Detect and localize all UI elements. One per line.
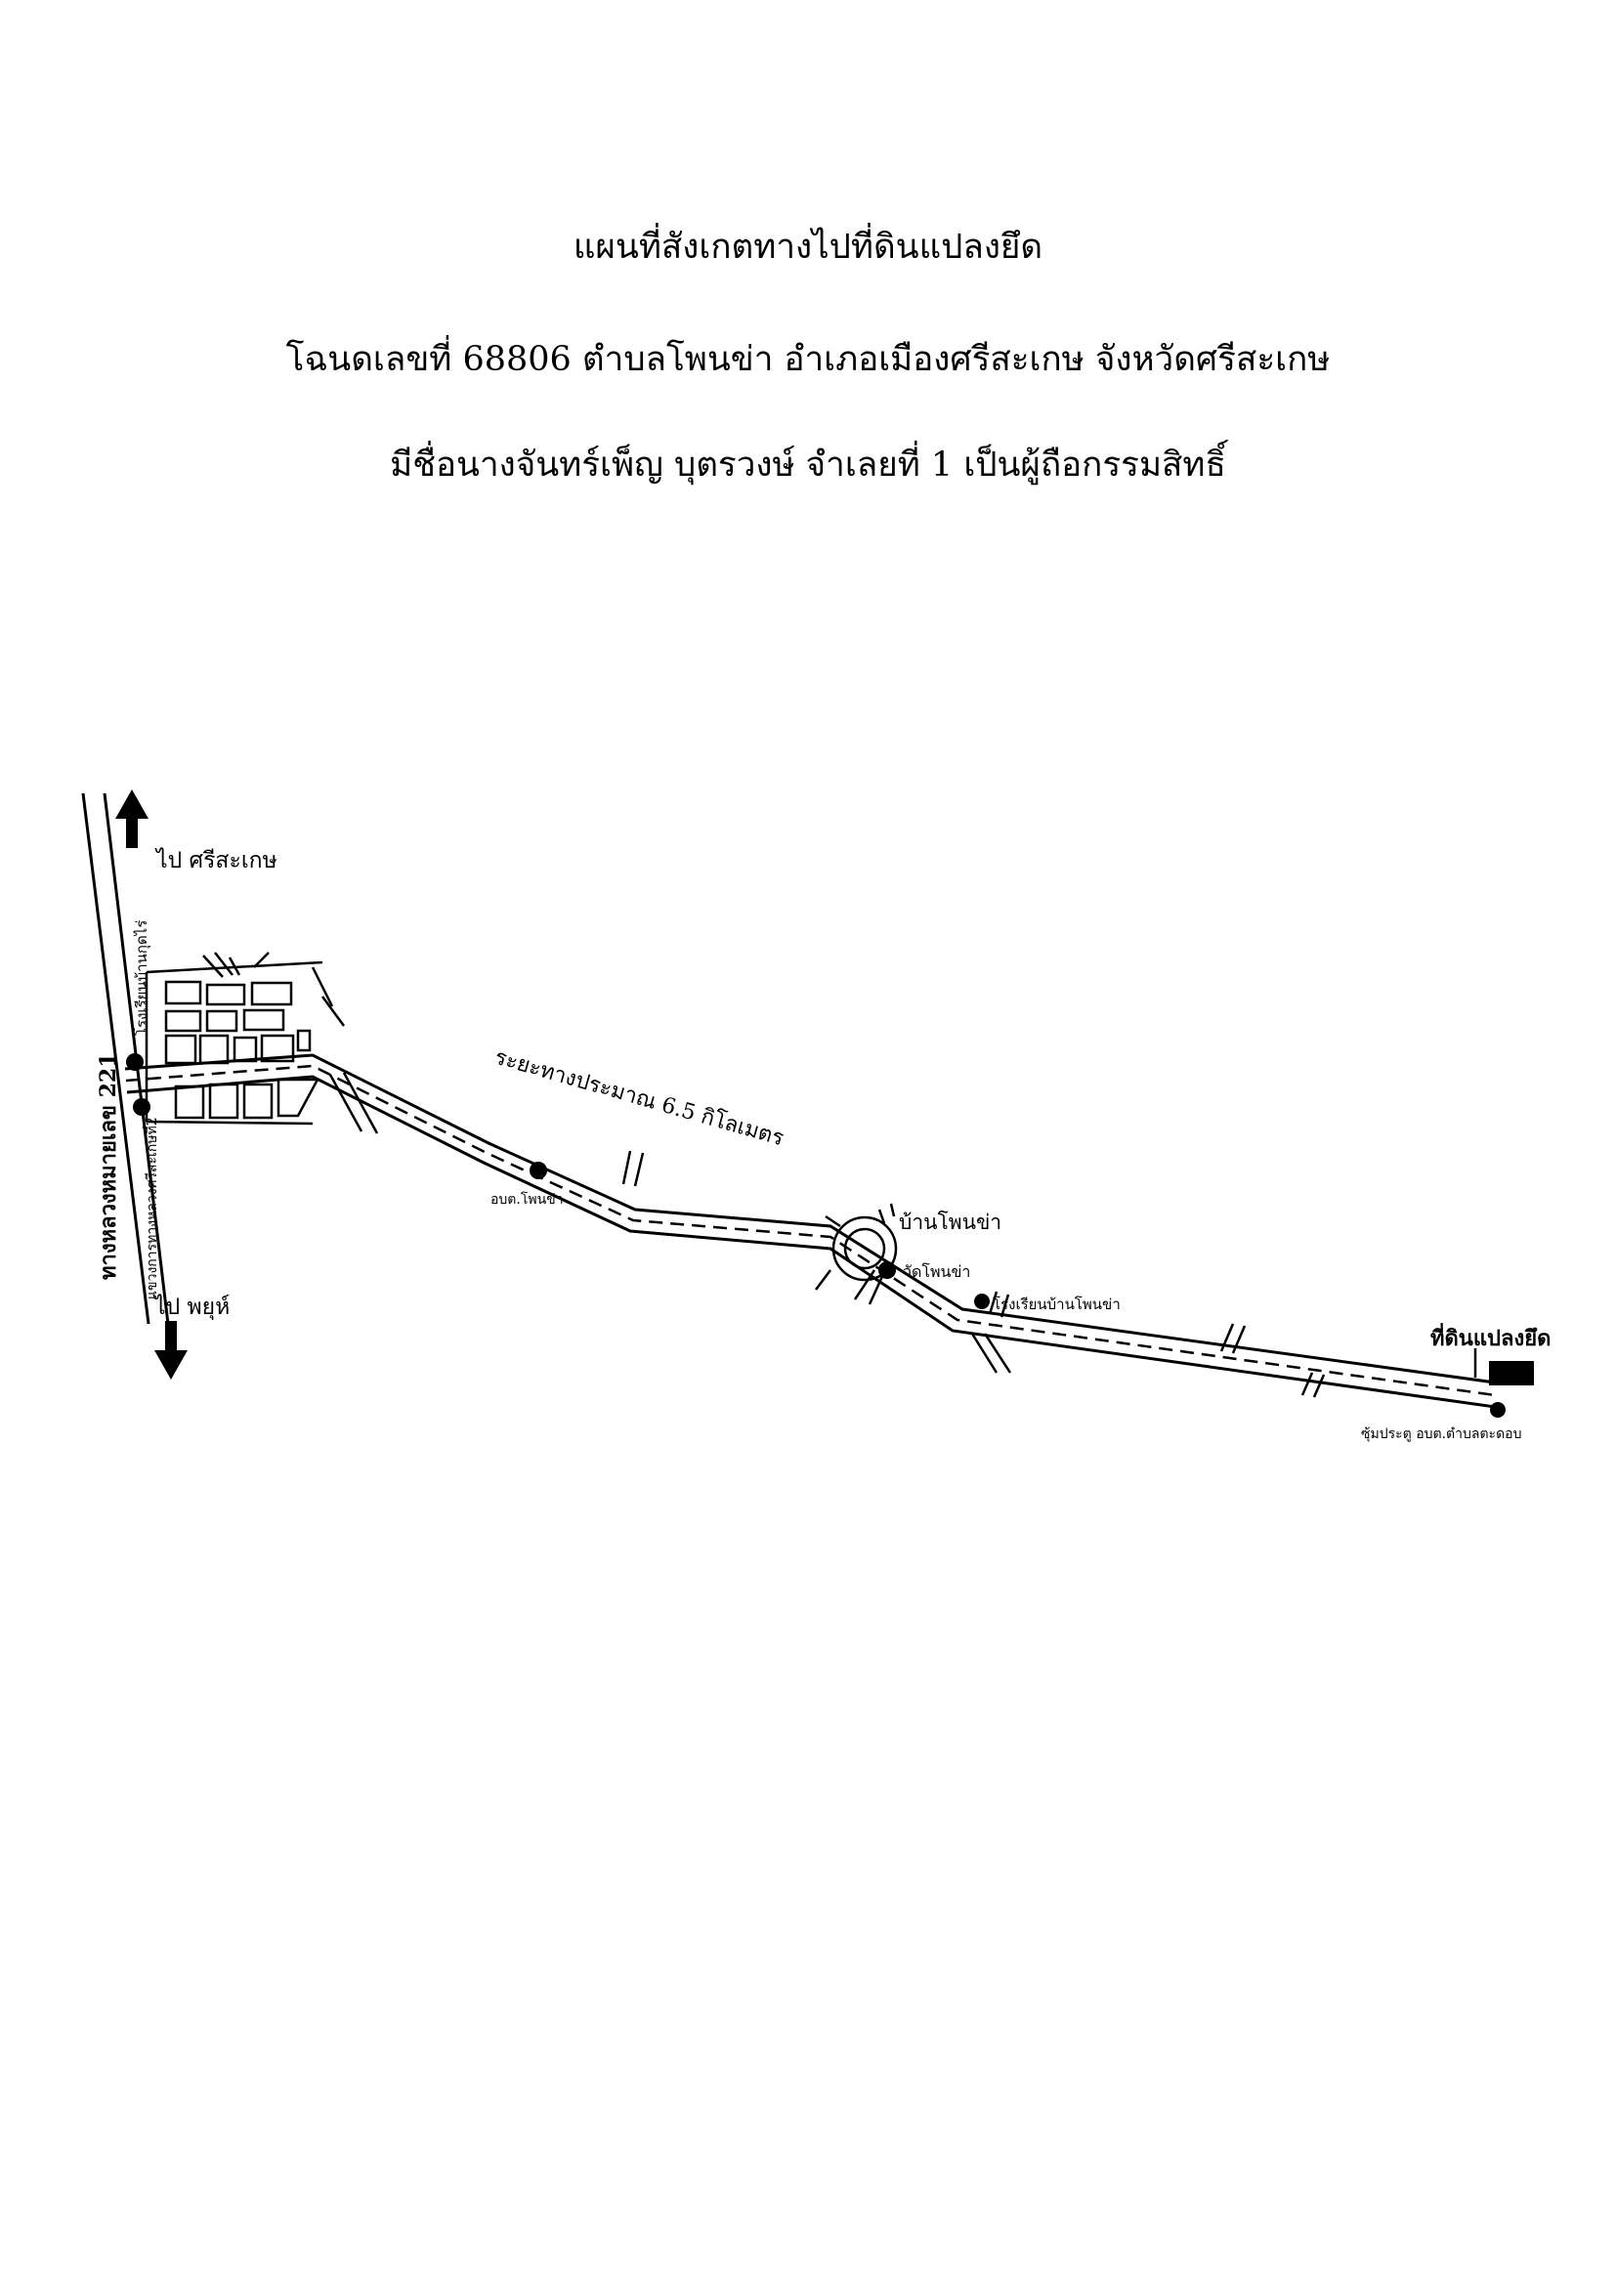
highway-office-label: แขวงการทางหลวงศรีสะเกษที่2 xyxy=(143,1117,160,1299)
highway-label: ทางหลวงหมายเลข 221 xyxy=(96,1052,121,1280)
highway-office-marker xyxy=(133,1098,150,1116)
sao-ponkha-marker xyxy=(530,1162,547,1179)
target-parcel-marker xyxy=(1489,1361,1534,1385)
town-grid xyxy=(145,952,346,1126)
map-title: แผนที่สังเกตทางไปที่ดินแปลงยึด xyxy=(573,228,1043,267)
owner-line: มีชื่อนางจันทร์เพ็ญ บุตรวงษ์ จำเลยที่ 1 … xyxy=(390,446,1226,485)
sao-ponkha-label: อบต.โพนข่า xyxy=(490,1191,564,1208)
school-ponkha-label: โรงเรียนบ้านโพนข่า xyxy=(993,1296,1121,1313)
to-south-label: ไป พยุห์ xyxy=(152,1294,230,1320)
school-ponkha-marker xyxy=(974,1294,990,1309)
school-north-label: โรงเรียนบ้านกุดไร่ xyxy=(133,920,151,1036)
temple-marker xyxy=(878,1261,896,1279)
distance-label: ระยะทางประมาณ 6.5 กิโลเมตร xyxy=(491,1044,787,1152)
target-label: ที่ดินแปลงยึด xyxy=(1430,1322,1551,1351)
school-north-marker xyxy=(126,1053,144,1071)
to-north-label: ไป ศรีสะเกษ xyxy=(154,847,277,873)
temple-label: วัดโพนข่า xyxy=(903,1262,970,1281)
village-label: บ้านโพนข่า xyxy=(899,1211,1001,1234)
main-road xyxy=(124,1053,1496,1409)
side-roads xyxy=(328,1072,1477,1398)
village-roundabout xyxy=(815,1203,898,1305)
south-arrow-icon xyxy=(154,1321,188,1380)
deed-line: โฉนดเลขที่ 68806 ตำบลโพนข่า อำเภอเมืองศร… xyxy=(285,340,1331,379)
gate-marker xyxy=(1490,1402,1506,1418)
gate-label: ซุ้มประตู อบต.ตำบลตะดอบ xyxy=(1361,1426,1521,1442)
north-arrow-icon xyxy=(115,789,149,848)
